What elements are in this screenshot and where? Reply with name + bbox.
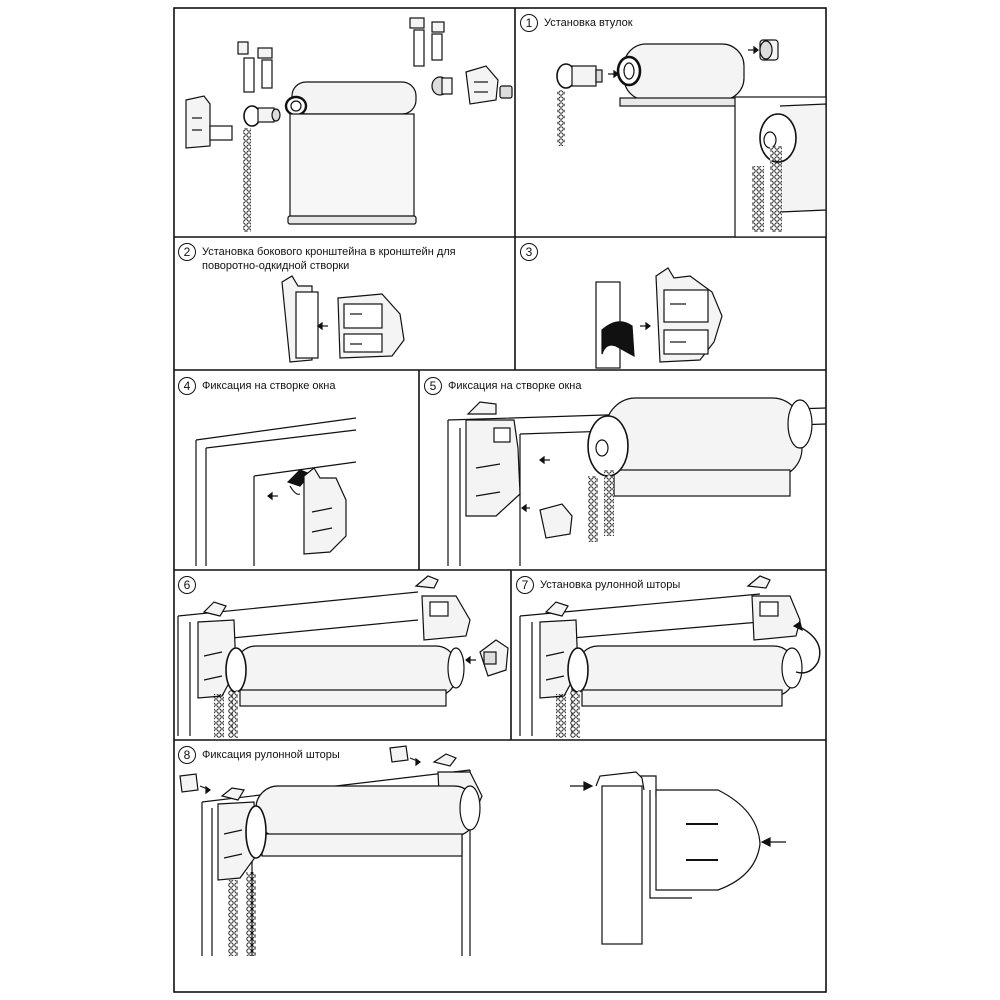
step-number-7: 7 bbox=[516, 576, 534, 594]
parts-overview-illustration bbox=[185, 17, 513, 232]
side-bracket-illustration bbox=[281, 275, 405, 363]
step-number-6: 6 bbox=[178, 576, 196, 594]
mechanism-mounting-illustration bbox=[177, 575, 509, 738]
caption-step-5: 5 Фиксация на створке окна bbox=[424, 377, 582, 395]
caption-step-8: 8 Фиксация рулонной шторы bbox=[178, 746, 340, 764]
caption-step-1: 1 Установка втулок bbox=[520, 14, 633, 32]
caption-text-2: Установка бокового кронштейна в кронштей… bbox=[202, 246, 456, 272]
blind-fixing-illustration bbox=[179, 745, 786, 956]
sash-fixing-illustration-a bbox=[195, 417, 357, 566]
blind-installation-illustration bbox=[519, 575, 821, 738]
step-number-2: 2 bbox=[178, 243, 196, 261]
adhesive-tape-illustration bbox=[595, 267, 723, 369]
caption-text-8: Фиксация рулонной шторы bbox=[202, 749, 340, 761]
step-number-8: 8 bbox=[178, 746, 196, 764]
caption-text-1: Установка втулок bbox=[544, 17, 633, 29]
caption-text-4: Фиксация на створке окна bbox=[202, 380, 336, 392]
caption-step-4: 4 Фиксация на створке окна bbox=[178, 377, 336, 395]
step-number-4: 4 bbox=[178, 377, 196, 395]
caption-step-7: 7 Установка рулонной шторы bbox=[516, 576, 680, 594]
caption-step-3: 3 bbox=[520, 243, 538, 261]
step-number-3: 3 bbox=[520, 243, 538, 261]
step-number-1: 1 bbox=[520, 14, 538, 32]
sash-fixing-illustration-b bbox=[447, 397, 827, 566]
sleeve-installation-illustration bbox=[556, 39, 827, 238]
caption-step-2: 2 Установка бокового кронштейна в кроншт… bbox=[178, 243, 478, 273]
step-number-5: 5 bbox=[424, 377, 442, 395]
caption-step-6: 6 bbox=[178, 576, 196, 594]
caption-text-7: Установка рулонной шторы bbox=[540, 579, 681, 591]
sheet-grid bbox=[173, 7, 827, 993]
caption-text-5: Фиксация на створке окна bbox=[448, 380, 582, 392]
